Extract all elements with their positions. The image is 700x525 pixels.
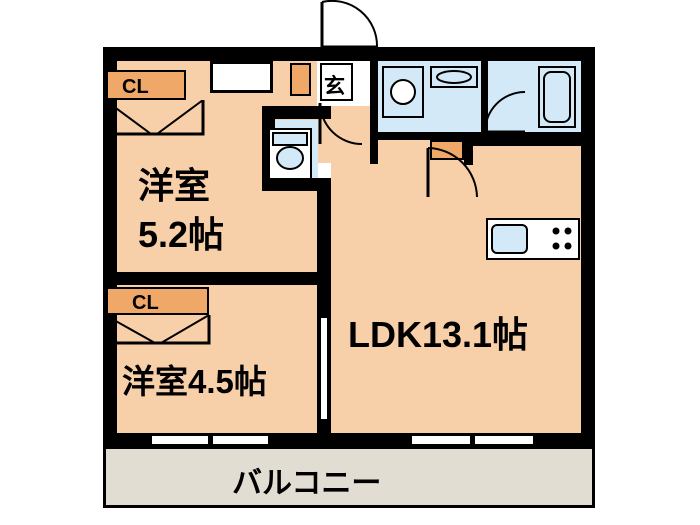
bedroom-bottom-label: 洋室4.5帖	[122, 363, 267, 400]
bedroom-top-label: 洋室	[138, 165, 211, 206]
bath-door-swing	[484, 91, 526, 134]
closet-bottom-door-swing	[105, 315, 211, 345]
sliding-door-ldk-bedroom	[319, 316, 329, 421]
interior-wall-bath-bottom	[481, 132, 581, 146]
ldk-door-swing	[426, 147, 478, 198]
closet-bottom-label: CL	[132, 292, 159, 314]
bathtub-icon	[543, 71, 571, 123]
entry-label: 玄	[324, 75, 345, 98]
ldk-area	[331, 140, 581, 433]
kitchen-sink-icon	[491, 224, 528, 254]
interior-wall-between-bedrooms	[103, 272, 317, 285]
hall-door-swing	[318, 102, 363, 145]
interior-wall-bath-left	[481, 61, 488, 146]
balcony-area	[103, 446, 595, 508]
closet-bottom	[106, 287, 209, 315]
closet-top-label: CL	[122, 76, 149, 98]
washer-icon	[390, 79, 416, 105]
sink-basin-icon	[436, 70, 472, 84]
interior-wall-washroom-bottom	[370, 132, 430, 140]
window-mullion-2	[470, 434, 475, 446]
bedroom-top-area-label: 5.2帖	[138, 214, 225, 255]
stove-burners-icon	[552, 227, 572, 250]
interior-wall-toilet-top	[262, 106, 331, 119]
closet-door-top-right	[290, 63, 311, 96]
closet-top-door-swing	[105, 100, 205, 136]
wall-panel-orange	[430, 140, 464, 160]
entry-box	[320, 63, 353, 101]
window-top-bedroom	[210, 61, 273, 93]
exterior-wall-right	[581, 47, 595, 447]
balcony-label: バルコニー	[232, 467, 382, 500]
interior-wall-entry-right	[370, 61, 378, 164]
entry-door-swing	[320, 0, 379, 49]
window-mullion-1	[208, 434, 213, 446]
exterior-wall-top	[103, 47, 595, 61]
exterior-wall-left	[103, 47, 117, 447]
toilet-bowl-icon	[272, 132, 308, 170]
closet-top	[106, 70, 186, 100]
interior-wall-kitchen-divider	[464, 132, 473, 165]
ldk-label: LDK13.1帖	[348, 314, 529, 355]
interior-wall-toilet-bottom	[262, 178, 331, 191]
